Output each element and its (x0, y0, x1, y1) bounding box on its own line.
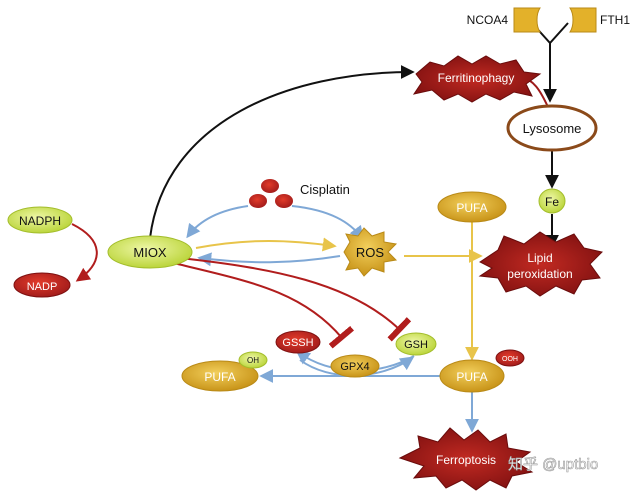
ros-node: ROS (343, 227, 398, 277)
cisplatin-to-miox-arrow (186, 205, 249, 239)
ferroptosis-label: Ferroptosis (436, 453, 496, 467)
pufa-top-ellipse (437, 191, 507, 223)
nadph-node: NADPH (7, 206, 73, 234)
ncoa4-shape (513, 7, 541, 33)
ros-star (343, 227, 398, 277)
ncoa4-label: NCOA4 (467, 13, 509, 27)
gpx4-ellipse (330, 354, 380, 378)
cisplatin-label: Cisplatin (300, 182, 350, 197)
pufa-oh-ellipse (181, 360, 259, 392)
oh-label: OH (247, 356, 259, 365)
lipid-peroxidation-burst (478, 231, 603, 297)
miox-to-ros-arrow (195, 237, 337, 252)
nadp-ellipse (13, 272, 71, 298)
pufa-oh-label: PUFA (204, 370, 235, 384)
nadph-ellipse (7, 206, 73, 234)
lipid-peroxidation-label-line2: peroxidation (507, 267, 572, 281)
oh-badge (238, 351, 268, 369)
ferritinophagy-burst (412, 55, 542, 103)
gssh-ellipse (275, 330, 321, 354)
ferritinophagy-node: Ferritinophagy (412, 55, 542, 103)
gsh-ellipse (395, 332, 437, 356)
ncoa4-node: NCOA4 (467, 7, 541, 33)
pufa-ooh-node: PUFA OOH (439, 349, 525, 393)
cisplatin-node: Cisplatin (249, 179, 350, 208)
ferroptosis-burst (398, 427, 534, 491)
miox-inhibits-gsh (179, 257, 412, 342)
pufa-top-label: PUFA (456, 201, 487, 215)
gsh-node: GSH (395, 332, 437, 356)
cisplatin-dot-left (249, 194, 267, 208)
miox-ellipse (107, 235, 193, 269)
fth1-shape (569, 7, 597, 33)
gpx4-node: GPX4 (330, 354, 380, 378)
nadph-label: NADPH (19, 214, 61, 228)
lysosome-node: Lysosome (506, 104, 598, 152)
miox-label: MIOX (133, 245, 167, 260)
ros-to-miox-arrow (197, 252, 341, 267)
lysosome-ellipse (506, 104, 598, 152)
pufa-ooh-ellipse (439, 359, 505, 393)
miox-node: MIOX (107, 235, 193, 269)
nadph-to-nadp-arrow (71, 223, 98, 282)
gssh-node: GSSH (275, 330, 321, 354)
lysosome-label: Lysosome (523, 121, 582, 136)
fth1-label: FTH1 (600, 13, 630, 27)
lipid-peroxidation-label-line1: Lipid (527, 251, 552, 265)
fe-label: Fe (545, 195, 559, 209)
watermark-text: 知乎 @uptbio (508, 456, 598, 473)
pufa-ooh-label: PUFA (456, 370, 487, 384)
cisplatin-dot-right (275, 194, 293, 208)
ferroptosis-node: Ferroptosis (398, 427, 534, 491)
pufa-top-node: PUFA (437, 191, 507, 223)
cisplatin-dot-top (261, 179, 279, 193)
fe-node: Fe (538, 188, 566, 214)
nadp-label: NADP (27, 281, 58, 293)
ooh-badge (495, 349, 525, 367)
gpx4-label: GPX4 (340, 361, 369, 373)
gsh-label: GSH (404, 339, 428, 351)
nadp-node: NADP (13, 272, 71, 298)
ros-label: ROS (356, 245, 385, 260)
miox-inhibits-gpx4 (169, 261, 355, 349)
lipid-peroxidation-node: Lipid peroxidation (478, 231, 603, 297)
miox-to-ferritinophagy-arrow (149, 65, 415, 239)
fth1-node: FTH1 (569, 7, 630, 33)
cisplatin-to-ros-arrow (291, 205, 364, 241)
fe-ellipse (538, 188, 566, 214)
ooh-label: OOH (502, 356, 518, 363)
gssh-label: GSSH (282, 337, 313, 349)
ferritinophagy-label: Ferritinophagy (438, 71, 515, 85)
pufa-oh-node: PUFA OH (181, 351, 268, 392)
